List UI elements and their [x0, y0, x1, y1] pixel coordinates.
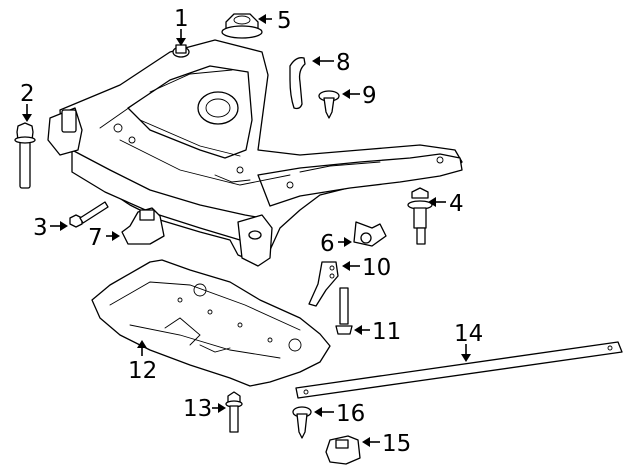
- callout-13: 13: [183, 396, 212, 422]
- callout-10: 10: [362, 255, 391, 281]
- callout-16: 16: [336, 401, 365, 427]
- bolt-with-washer: [407, 187, 433, 245]
- bolt-3: [69, 201, 109, 228]
- callout-7: 7: [88, 225, 103, 251]
- mount-bushing: [121, 207, 165, 245]
- screw-16: [292, 406, 312, 439]
- callout-2: 2: [20, 81, 35, 107]
- bolt-13: [225, 391, 243, 433]
- callout-5: 5: [277, 8, 292, 34]
- callout-15: 15: [382, 431, 411, 457]
- flange-nut: [221, 13, 263, 39]
- mount-15: [325, 435, 361, 465]
- leader-lines: [22, 14, 471, 447]
- reinforcement-bar: [295, 341, 623, 399]
- callout-1: 1: [174, 6, 189, 32]
- bracket-10: [308, 261, 339, 307]
- subframe-assembly: [47, 39, 463, 267]
- mounting-bolt-long: [14, 122, 36, 189]
- callout-8: 8: [336, 50, 351, 76]
- callout-4: 4: [449, 191, 464, 217]
- push-rivet: [318, 90, 340, 119]
- bracket-8: [289, 57, 306, 110]
- callout-9: 9: [362, 83, 377, 109]
- bracket-clip: [353, 221, 387, 247]
- splash-shield: [91, 259, 331, 387]
- callout-labels: 1 2 3 4 5 6 7 8 9 10 11 12 13 14 15 16: [20, 6, 483, 457]
- callout-14: 14: [454, 321, 483, 347]
- callout-6: 6: [320, 231, 335, 257]
- callout-3: 3: [33, 215, 48, 241]
- bolt-11: [335, 287, 353, 335]
- callout-11: 11: [372, 319, 401, 345]
- callout-12: 12: [128, 358, 157, 384]
